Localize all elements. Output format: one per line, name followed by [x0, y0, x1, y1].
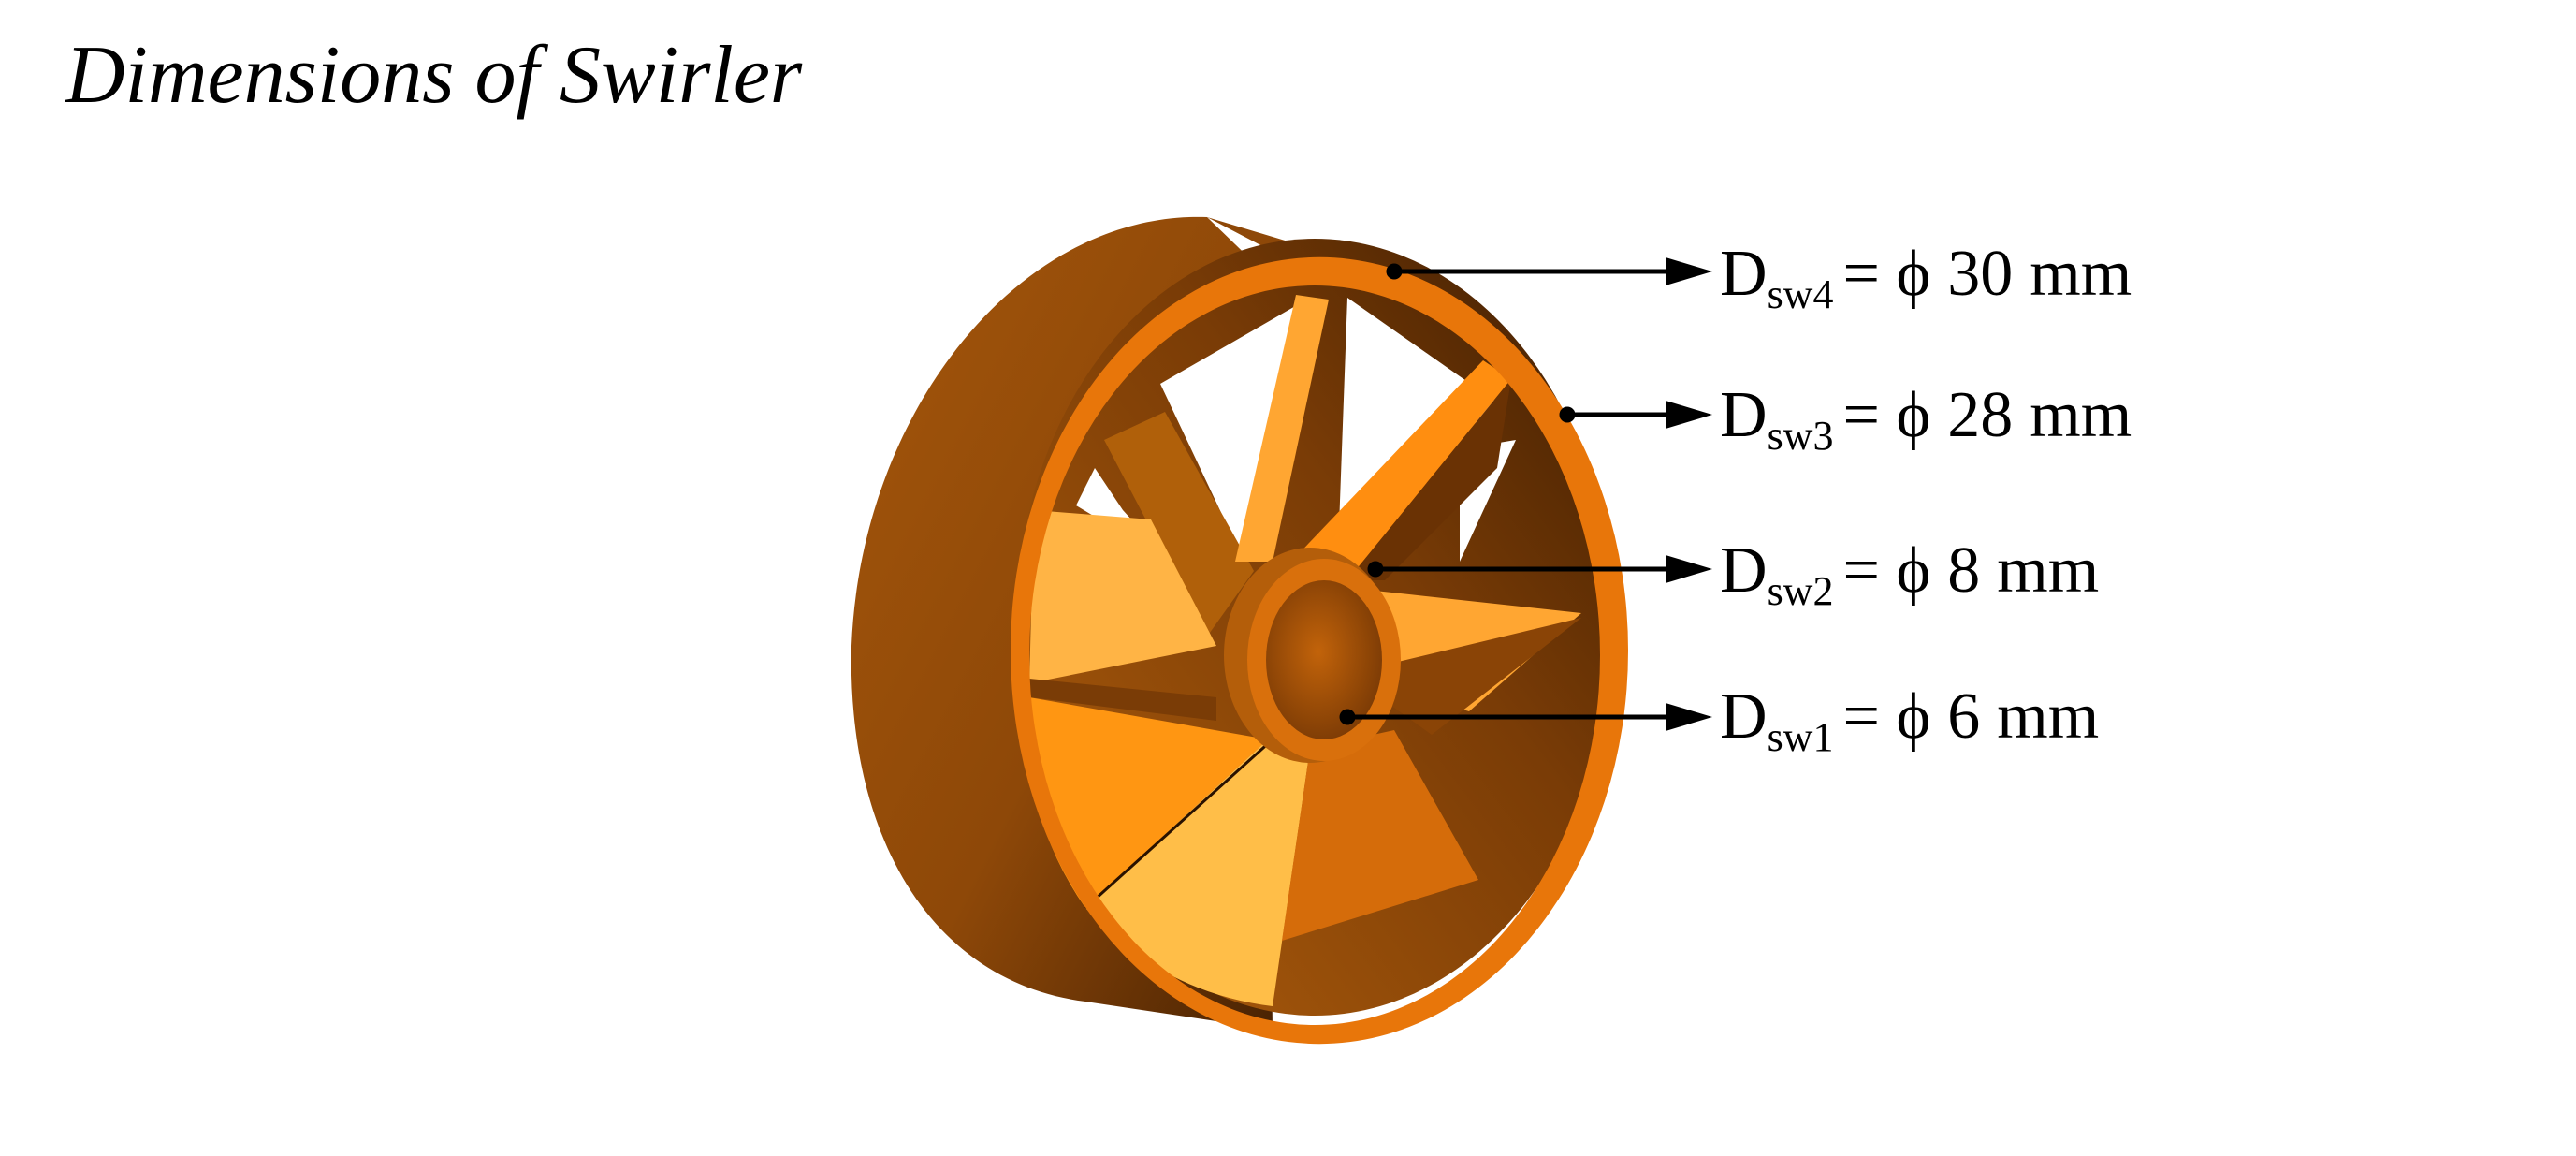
vane-lower [1085, 739, 1310, 1006]
leader-sw4 [1386, 257, 1712, 285]
vane-upper-left [1104, 412, 1254, 637]
hub [1224, 548, 1401, 763]
vane-upper [1235, 295, 1329, 562]
vane-left-light [1029, 510, 1216, 683]
vane-upper-right [1291, 360, 1511, 580]
vane-lower-left [1027, 697, 1268, 908]
leader-sw1 [1339, 703, 1712, 731]
vane-upper-right-side [1347, 379, 1511, 580]
leader-lines [1339, 257, 1712, 731]
vane-right-shadow [1347, 618, 1581, 735]
vane-left-strip [1029, 679, 1216, 721]
vane-lower-right [1282, 730, 1478, 941]
leader-sw3 [1559, 401, 1712, 429]
leader-sw2 [1367, 555, 1712, 583]
page-title: Dimensions of Swirler [65, 30, 803, 121]
swirler-vanes [1027, 295, 1581, 1006]
